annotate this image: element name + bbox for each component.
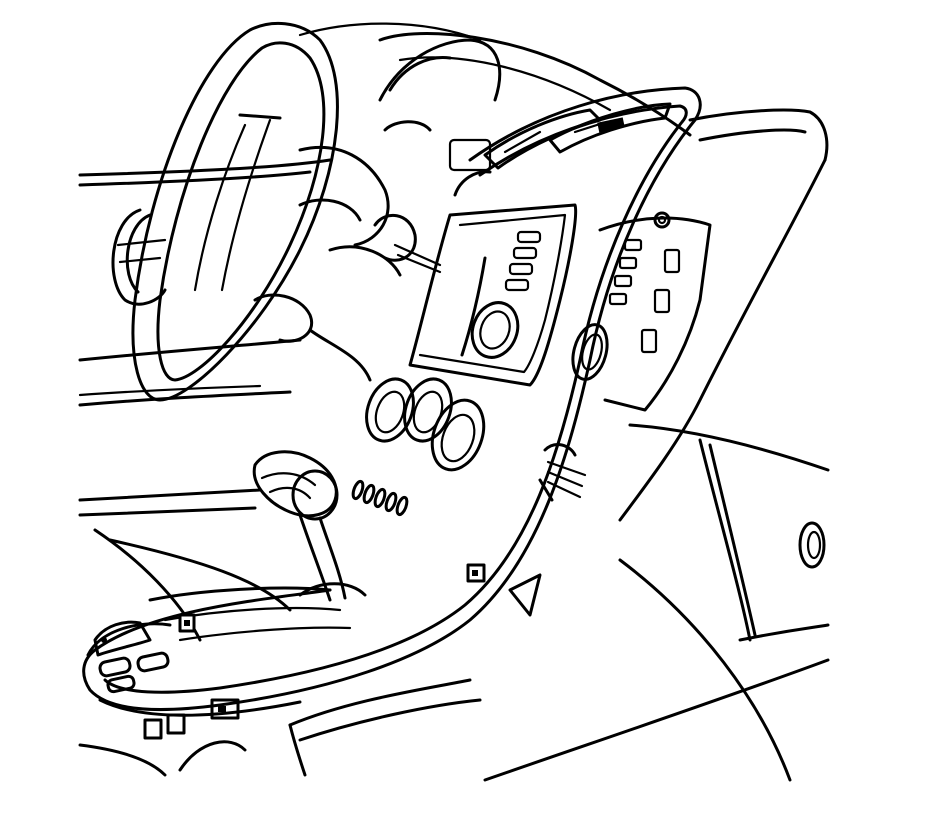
left-air-vent [111, 208, 167, 306]
center-air-vents [483, 102, 672, 170]
dashboard-outline [78, 22, 829, 407]
lower-floor [78, 678, 482, 777]
right-switch-panel [571, 211, 712, 412]
radio-panel [408, 203, 578, 387]
console-tray-switches [86, 563, 486, 694]
climate-control-knobs [365, 377, 486, 472]
gear-shift-lever [252, 450, 367, 602]
right-side-panel [483, 158, 830, 782]
instrument-cluster [378, 38, 502, 172]
console-floor [78, 488, 352, 642]
wiring-connector [538, 443, 587, 502]
steering-column [253, 145, 442, 382]
steering-wheel [131, 21, 339, 402]
bezel-mounting-tabs [143, 573, 542, 772]
switch-slots [351, 479, 409, 517]
